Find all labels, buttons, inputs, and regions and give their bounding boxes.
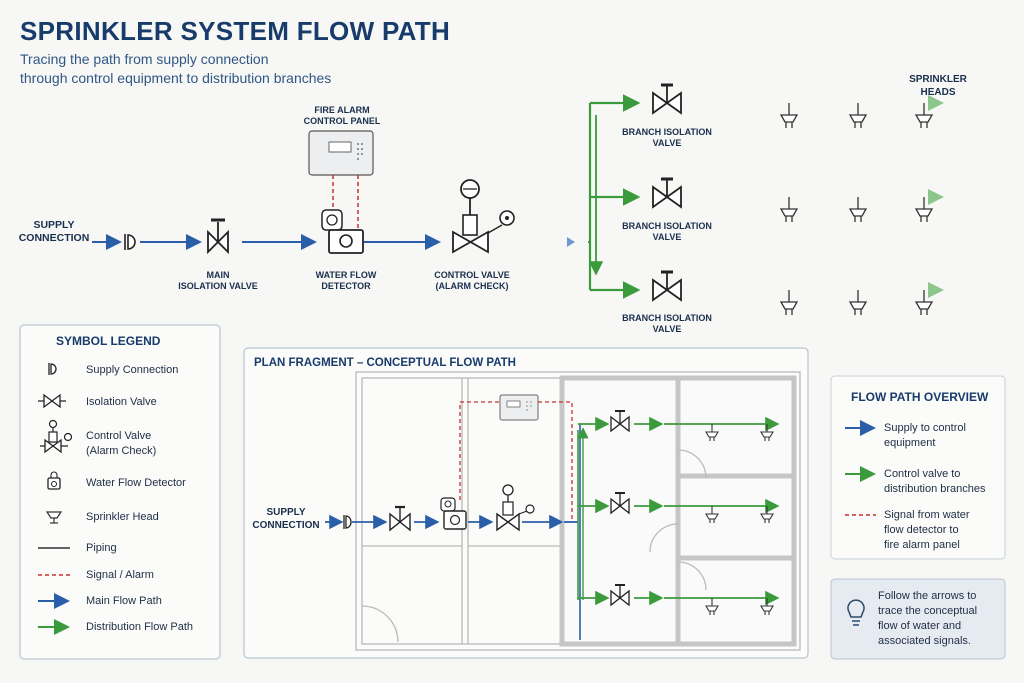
tip-line-3: flow of water and [878, 620, 962, 632]
tip-line-4: associated signals. [878, 635, 971, 647]
control-valve-icon [452, 179, 515, 254]
legend-flow-detector-icon [47, 471, 61, 490]
supply-label-line-1: SUPPLY [33, 219, 75, 231]
main-supply-line [92, 234, 575, 250]
legend-item-isolation-valve: Isolation Valve [86, 396, 157, 408]
legend-supply-connection-icon [48, 363, 57, 375]
branch-isolation-valve-3-icon [652, 270, 682, 302]
plan-title-left: PLAN FRAGMENT [254, 357, 354, 369]
branch-valve-3-label-line-2: VALVE [652, 324, 682, 334]
plan-supply-label: SUPPLY CONNECTION [248, 506, 324, 532]
fire-alarm-panel-icon [308, 130, 374, 176]
subtitle-line-2: through control equipment to distributio… [20, 70, 332, 86]
main-valve-label-line-2: ISOLATION VALVE [178, 281, 258, 291]
branch-valve-1-label-line-2: VALVE [652, 138, 682, 148]
subtitle-line-1: Tracing the path from supply connection [20, 51, 269, 67]
branch-valve-2-label: BRANCH ISOLATION VALVE [614, 221, 720, 243]
overview-main-line-2: equipment [884, 437, 936, 449]
legend-item-control-valve: Control Valve (Alarm Check) [86, 429, 156, 459]
overview-distribution-line-1: Control valve to [884, 468, 961, 480]
legend-item-distribution-flow: Distribution Flow Path [86, 621, 193, 633]
fire-alarm-panel-label: FIRE ALARM CONTROL PANEL [296, 105, 388, 127]
lightbulb-icon [847, 599, 865, 626]
branch-isolation-valve-1-icon [652, 83, 682, 115]
plan-supply-line-2: CONNECTION [252, 520, 320, 531]
plan-title: PLAN FRAGMENT – CONCEPTUAL FLOW PATH [254, 357, 516, 369]
plan-sprinkler-heads [705, 424, 774, 615]
plan-main-line [325, 514, 578, 530]
plan-supply-line-1: SUPPLY [266, 507, 306, 518]
control-valve-label-line-1: CONTROL VALVE [434, 270, 510, 280]
legend-title: SYMBOL LEGEND [56, 334, 161, 348]
overview-signal-line-1: Signal from water [884, 509, 970, 521]
supply-label-line-2: CONNECTION [18, 232, 90, 244]
overview-main-line-1: Supply to control [884, 422, 966, 434]
plan-title-right: CONCEPTUAL FLOW PATH [366, 357, 516, 369]
overview-item-main: Supply to control equipment [884, 421, 966, 451]
overview-item-distribution: Control valve to distribution branches [884, 467, 986, 497]
page-subtitle: Tracing the path from supply connection … [20, 50, 440, 88]
fire-panel-label-line-2: CONTROL PANEL [303, 116, 381, 126]
legend-item-supply-connection: Supply Connection [86, 364, 179, 376]
legend-item-signal: Signal / Alarm [86, 569, 154, 581]
control-valve-label-line-2: (ALARM CHECK) [435, 281, 509, 291]
legend-sprinkler-head-icon [45, 511, 63, 524]
heads-label-line-1: SPRINKLER [909, 74, 967, 85]
plan-flow-detector-icon [440, 497, 467, 530]
page-title: SPRINKLER SYSTEM FLOW PATH [20, 16, 451, 46]
overview-signal-line-2: flow detector to [884, 524, 959, 536]
tip-panel [830, 578, 1006, 660]
legend-control-valve-icon [40, 419, 73, 454]
branch-valve-3-label-line-1: BRANCH ISOLATION [622, 313, 712, 323]
flow-detector-label-line-2: DETECTOR [321, 281, 371, 291]
signal-lines [332, 175, 359, 228]
fire-panel-label-line-1: FIRE ALARM [314, 105, 370, 115]
plan-fire-alarm-panel-icon [499, 394, 539, 421]
overview-signal-line-3: fire alarm panel [884, 539, 960, 551]
overview-title: FLOW PATH OVERVIEW [851, 390, 989, 404]
heads-label-line-2: HEADS [920, 87, 956, 98]
supply-connection-icon [124, 234, 136, 250]
tip-line-2: trace the conceptual [878, 605, 978, 617]
legend-item-flow-detector: Water Flow Detector [86, 477, 186, 489]
plan-control-valve-icon [496, 484, 535, 532]
plan-title-separator: – [356, 357, 364, 369]
water-flow-detector-label: WATER FLOW DETECTOR [296, 270, 396, 292]
legend-item-sprinkler-head: Sprinkler Head [86, 511, 159, 523]
branch-lines [683, 95, 944, 298]
overview-distribution-line-2: distribution branches [884, 483, 986, 495]
water-flow-detector-icon [321, 209, 364, 254]
branch-valve-1-label-line-1: BRANCH ISOLATION [622, 127, 712, 137]
main-isolation-valve-label: MAIN ISOLATION VALVE [168, 270, 268, 292]
sprinkler-heads-main [779, 103, 934, 315]
main-valve-label-line-1: MAIN [206, 270, 230, 280]
branch-isolation-valve-2-icon [652, 177, 682, 209]
distribution-riser [588, 94, 641, 299]
legend-isolation-valve-icon [38, 393, 66, 409]
plan-distribution-lines [577, 416, 780, 640]
plan-branch-valves [610, 410, 630, 607]
legend-control-valve-line-1: Control Valve [86, 430, 152, 442]
plan-isolation-valve-icon [389, 505, 411, 532]
sprinkler-heads-label: SPRINKLER HEADS [896, 73, 980, 99]
tip-line-1: Follow the arrows to [878, 590, 977, 602]
legend-icons [38, 363, 73, 635]
legend-item-piping: Piping [86, 542, 117, 554]
branch-valve-2-label-line-2: VALVE [652, 232, 682, 242]
tip-text: Follow the arrows to trace the conceptua… [878, 589, 977, 649]
control-valve-label: CONTROL VALVE (ALARM CHECK) [420, 270, 524, 292]
main-isolation-valve-icon [207, 218, 229, 255]
branch-valve-1-label: BRANCH ISOLATION VALVE [614, 127, 720, 149]
supply-connection-label: SUPPLY CONNECTION [14, 219, 94, 245]
plan-signal-line [459, 401, 573, 520]
branch-valve-2-label-line-1: BRANCH ISOLATION [622, 221, 712, 231]
flow-detector-label-line-1: WATER FLOW [315, 270, 377, 280]
legend-control-valve-line-2: (Alarm Check) [86, 445, 157, 457]
legend-item-main-flow: Main Flow Path [86, 595, 162, 607]
overview-item-signal: Signal from water flow detector to fire … [884, 508, 970, 553]
branch-valve-3-label: BRANCH ISOLATION VALVE [614, 313, 720, 335]
